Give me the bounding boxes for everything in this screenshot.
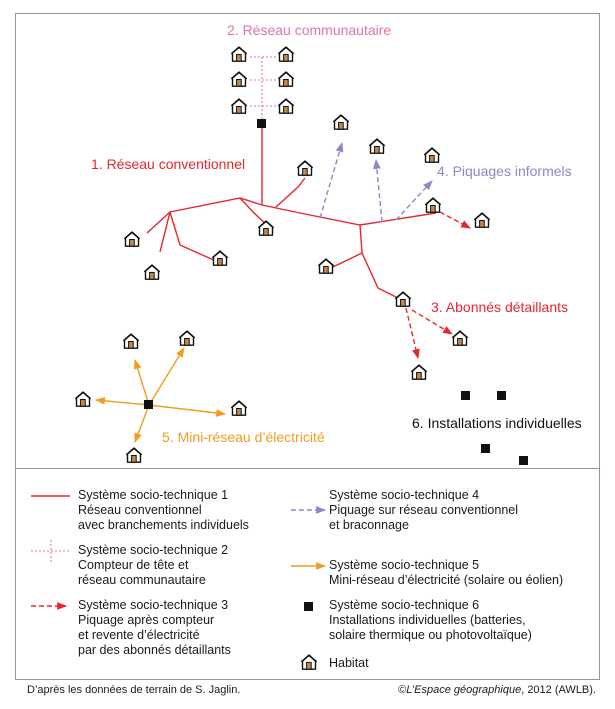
house-icon xyxy=(231,98,247,114)
publication-title: L’Espace géographique xyxy=(406,684,522,696)
legend-symbols xyxy=(31,495,326,670)
house-icon xyxy=(452,330,468,346)
house-icon xyxy=(411,364,427,380)
legend-s3-line: Système socio-technique 3 xyxy=(78,598,229,612)
label-individuelles: 6. Installations individuelles xyxy=(412,415,582,431)
legend-s3-line: Piquage après compteur xyxy=(78,613,215,627)
copyright-mark: © xyxy=(398,684,407,696)
house-icon xyxy=(75,391,91,407)
mini-grid-hub-square xyxy=(144,400,153,409)
legend-s4-line: et braconnage xyxy=(329,518,409,532)
legend-s5: Système socio-technique 5 Mini-réseau d’… xyxy=(329,558,563,588)
legend-pink-cross xyxy=(31,540,70,563)
label-conventionnel: 1. Réseau conventionnel xyxy=(91,156,246,172)
legend-s6-line: Installations individuelles (batteries, xyxy=(329,613,526,627)
house-icon xyxy=(278,46,294,62)
houses xyxy=(75,46,490,463)
legend-s3: Système socio-technique 3 Piquage après … xyxy=(78,598,231,658)
head-meter-square xyxy=(257,119,266,128)
label-communautaire: 2. Réseau communautaire xyxy=(227,22,392,38)
legend-s2-line: réseau communautaire xyxy=(78,573,206,587)
legend-s3-line: par des abonnés détaillants xyxy=(78,643,231,657)
legend-s4: Système socio-technique 4 Piquage sur ré… xyxy=(329,488,518,533)
legend-s5-line: Système socio-technique 5 xyxy=(329,558,480,572)
label-detaillants: 3. Abonnés détaillants xyxy=(431,299,568,315)
legend-divider xyxy=(15,468,600,469)
conventional-network-lines xyxy=(146,128,437,301)
figure-frame xyxy=(15,13,600,680)
house-icon xyxy=(231,46,247,62)
house-icon xyxy=(278,71,294,87)
house-icon xyxy=(297,160,313,176)
house-icon xyxy=(301,654,317,670)
house-icon xyxy=(258,220,274,236)
legend-s1-line: Système socio-technique 1 xyxy=(78,488,229,502)
source-credit: D’après les données de terrain de S. Jag… xyxy=(27,684,241,696)
house-icon xyxy=(231,71,247,87)
house-icon xyxy=(333,114,349,130)
house-icon xyxy=(424,147,440,163)
legend-s5-line: Mini-réseau d’électricité (solaire ou éo… xyxy=(329,573,564,587)
house-icon xyxy=(278,98,294,114)
house-icon xyxy=(126,447,142,463)
legend-s2-line: Compteur de tête et xyxy=(78,558,189,572)
legend-habitat: Habitat xyxy=(329,656,369,670)
house-icon xyxy=(369,138,385,154)
legend-s1-line: avec branchements individuels xyxy=(78,518,249,532)
legend-s6-line: solaire thermique ou photovoltaïque) xyxy=(329,628,532,642)
mini-grid-arrows xyxy=(95,347,226,443)
house-icon xyxy=(474,212,490,228)
label-informels: 4. Piquages informels xyxy=(437,163,572,179)
house-icon xyxy=(144,264,160,280)
house-icon xyxy=(123,333,139,349)
communal-network-lines xyxy=(250,56,276,120)
legend-s2-line: Système socio-technique 2 xyxy=(78,543,229,557)
copyright-credit: ©L’Espace géographique, 2012 (AWLB). xyxy=(398,684,596,697)
house-icon xyxy=(212,250,228,266)
retail-resale-arrows xyxy=(405,211,471,359)
house-icon xyxy=(318,258,334,274)
legend-black-square xyxy=(304,602,313,611)
legend-s6: Système socio-technique 6 Installations … xyxy=(329,598,532,643)
legend-s3-line: et revente d’électricité xyxy=(78,628,200,642)
house-icon xyxy=(395,291,411,307)
informal-tap-arrows xyxy=(319,142,433,223)
year-credit: , 2012 (AWLB). xyxy=(521,684,596,696)
legend-s6-line: Système socio-technique 6 xyxy=(329,598,480,612)
house-icon xyxy=(179,330,195,346)
house-icon xyxy=(425,197,441,213)
label-mini-reseau: 5. Mini-réseau d’électricité xyxy=(162,429,325,445)
legend-s4-line: Piquage sur réseau conventionnel xyxy=(329,503,519,517)
legend-s1: Système socio-technique 1 Réseau convent… xyxy=(78,488,249,533)
house-icon xyxy=(124,231,140,247)
individual-installations xyxy=(461,391,528,465)
legend-s1-line: Réseau conventionnel xyxy=(78,503,202,517)
house-icon xyxy=(231,400,247,416)
legend-s4-line: Système socio-technique 4 xyxy=(329,488,480,502)
legend-s2: Système socio-technique 2 Compteur de tê… xyxy=(78,543,228,588)
